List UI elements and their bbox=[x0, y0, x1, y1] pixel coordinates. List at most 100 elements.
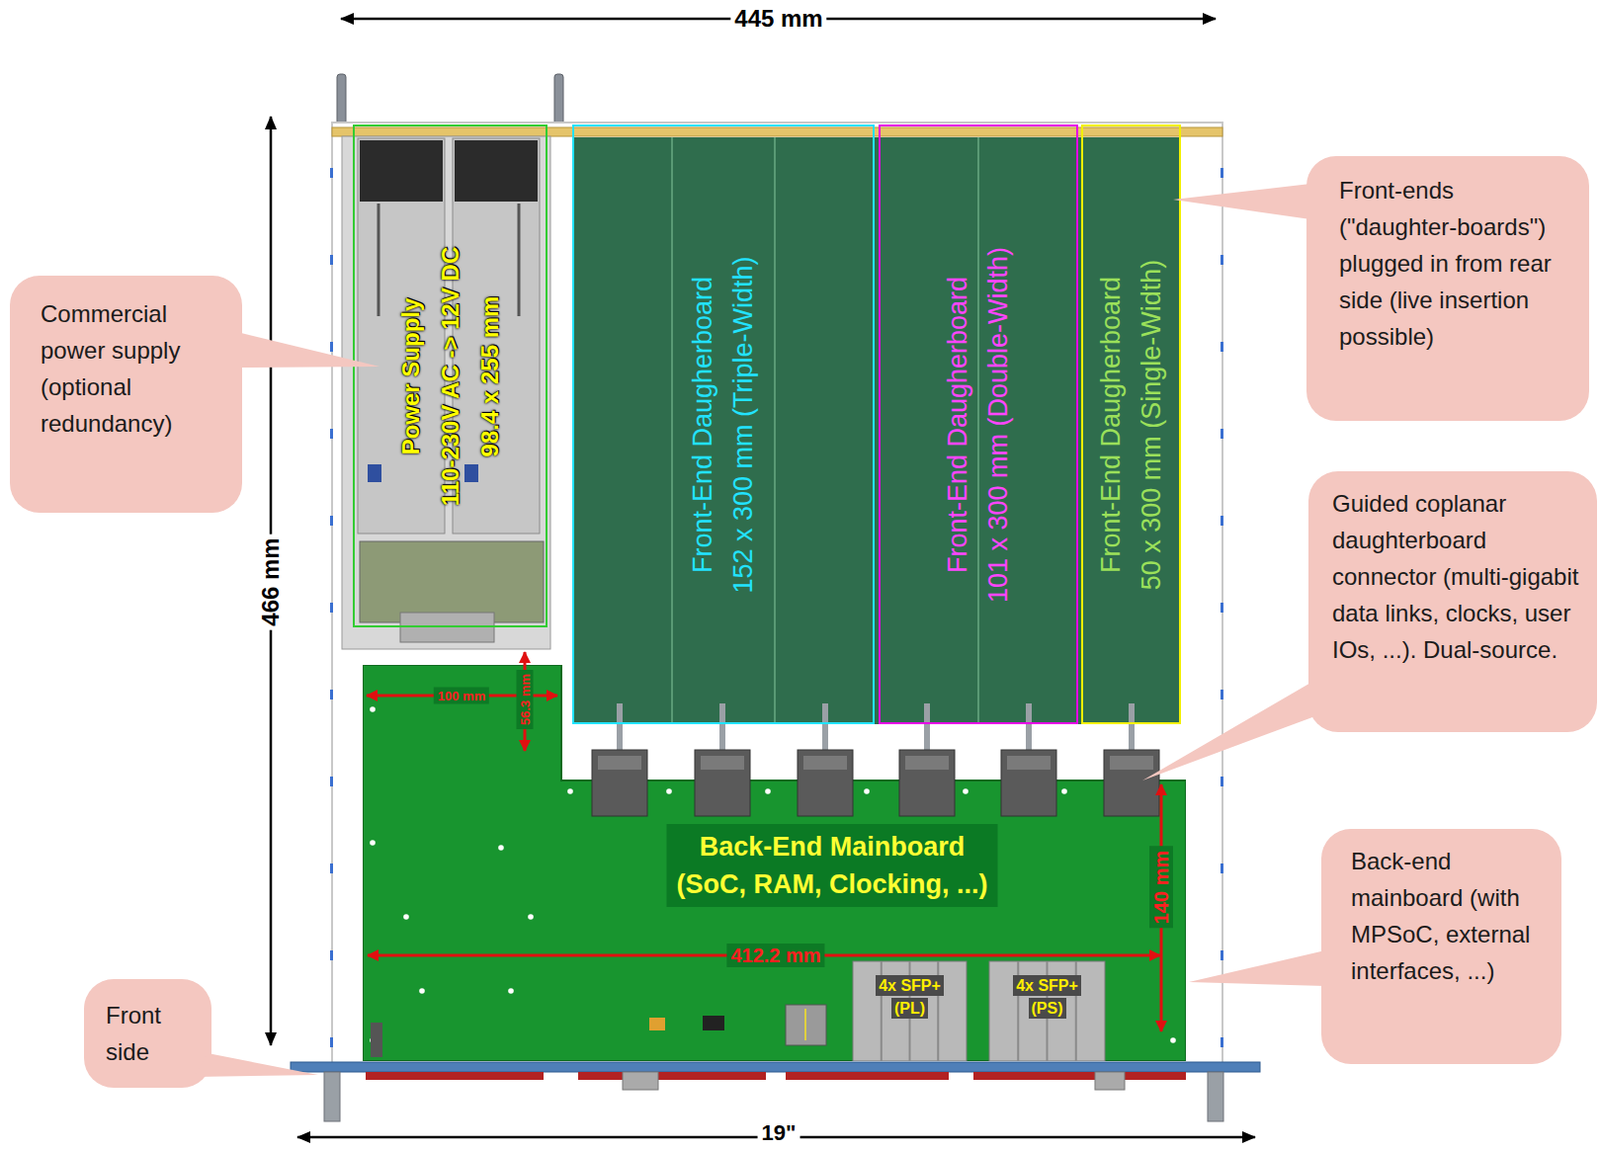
sfp-label: (PS) bbox=[1028, 998, 1067, 1019]
front-panel-part bbox=[365, 1072, 544, 1081]
callout-text: Front-ends ("daughter-boards") plugged i… bbox=[1339, 171, 1578, 355]
front-panel-part bbox=[785, 1072, 949, 1081]
dimension-arrow bbox=[340, 17, 1216, 21]
psu-label: Power Supply bbox=[391, 246, 431, 506]
psu-label: 110-230V AC -> 12V DC bbox=[430, 246, 471, 506]
front-panel-part bbox=[578, 1072, 766, 1081]
rail-mark bbox=[330, 1037, 334, 1048]
psu-heatsink bbox=[377, 203, 381, 317]
rail-mark bbox=[330, 776, 334, 787]
board-label: Front-End Daugherboard bbox=[682, 255, 724, 593]
dimension-label: 445 mm bbox=[730, 4, 827, 33]
mounting-hole bbox=[666, 788, 673, 795]
guide-pin bbox=[616, 703, 623, 754]
rail-mark bbox=[1220, 950, 1224, 961]
sfp-label: (PL) bbox=[891, 998, 928, 1019]
front-component bbox=[370, 1022, 383, 1058]
callout-box: Front side bbox=[84, 979, 212, 1089]
callout-tail bbox=[237, 332, 380, 368]
sfp-cage-box: 4x SFP+(PS) bbox=[989, 961, 1105, 1062]
mounting-hole bbox=[1061, 788, 1068, 795]
callout-box: Guided coplanar daughterboard connector … bbox=[1308, 471, 1598, 733]
front-component bbox=[702, 1015, 725, 1031]
sfp-label: 4x SFP+ bbox=[875, 975, 944, 997]
power-supply-box: Power Supply110-230V AC -> 12V DC98.4 x … bbox=[352, 124, 548, 628]
board-label: Front-End Daugherboard bbox=[1091, 258, 1132, 590]
callout-text: Front side bbox=[105, 997, 204, 1071]
mainboard-title-patch: Back-End Mainboard(SoC, RAM, Clocking, .… bbox=[667, 824, 999, 908]
connector-guide bbox=[1007, 756, 1051, 770]
callout-box: Front-ends ("daughter-boards") plugged i… bbox=[1306, 156, 1590, 422]
rail-mark bbox=[1220, 1037, 1224, 1048]
callout-tail bbox=[1142, 681, 1313, 781]
rail-mark bbox=[1220, 776, 1224, 787]
dimension-label: 466 mm bbox=[256, 533, 285, 630]
daughterboard-connector bbox=[1103, 750, 1160, 817]
rail-mark bbox=[330, 863, 334, 874]
dimension-arrow bbox=[269, 116, 273, 1046]
mainboard-pcb bbox=[362, 665, 1186, 1062]
front-module bbox=[785, 1005, 827, 1046]
dimension-arrow bbox=[297, 1136, 1256, 1140]
callout-text: Back-end mainboard (with MPSoC, external… bbox=[1350, 842, 1550, 990]
mainboard: Back-End Mainboard(SoC, RAM, Clocking, .… bbox=[362, 665, 1186, 1062]
rail-mark bbox=[330, 602, 334, 613]
guide-pin bbox=[924, 703, 930, 754]
rail-mark bbox=[1220, 428, 1224, 439]
sfp-cage bbox=[852, 961, 967, 1062]
board-label: 152 x 300 mm (Triple-Width) bbox=[723, 255, 764, 593]
guide-pin bbox=[1128, 703, 1135, 754]
front-handle bbox=[1207, 1072, 1224, 1122]
board-label: Front-End Daugherboard bbox=[937, 246, 979, 602]
sfp-cage-box: 4x SFP+(PL) bbox=[852, 961, 967, 1062]
psu-label: 98.4 x 255 mm bbox=[470, 246, 510, 506]
front-knob bbox=[1094, 1072, 1125, 1091]
mounting-hole bbox=[369, 706, 376, 713]
dimension-arrow bbox=[1160, 784, 1164, 1032]
daughterboard-connector bbox=[899, 750, 955, 817]
rail-mark bbox=[1220, 602, 1224, 613]
psu-unit bbox=[357, 138, 445, 534]
rail-mark bbox=[330, 689, 334, 700]
connector-guide bbox=[700, 756, 745, 770]
psu-capacitor bbox=[464, 464, 479, 483]
mainboard-title: (SoC, RAM, Clocking, ...) bbox=[676, 865, 989, 904]
front-panel-part bbox=[973, 1072, 1186, 1081]
rail-mark bbox=[330, 515, 334, 526]
rail-mark bbox=[330, 950, 334, 961]
daughterboard-connector bbox=[797, 750, 853, 817]
mounting-hole bbox=[527, 914, 534, 921]
mounting-hole bbox=[403, 914, 410, 921]
front-module-mark bbox=[804, 1009, 807, 1041]
mounting-hole bbox=[369, 840, 376, 846]
psu-fan bbox=[454, 140, 538, 202]
callout-box: Back-end mainboard (with MPSoC, external… bbox=[1321, 829, 1562, 1065]
rail-mark bbox=[1220, 168, 1224, 178]
rail-mark bbox=[1220, 341, 1224, 352]
mounting-hole bbox=[863, 788, 870, 795]
mainboard-title: Back-End Mainboard bbox=[676, 828, 989, 866]
daughterboard-connector bbox=[591, 750, 648, 817]
dimension-arrow bbox=[367, 954, 1161, 958]
mounting-hole bbox=[507, 988, 514, 995]
mounting-hole bbox=[498, 844, 505, 851]
board-divider bbox=[671, 137, 674, 725]
front-component bbox=[649, 1017, 666, 1031]
board-divider bbox=[977, 137, 980, 725]
rail-mark bbox=[330, 168, 334, 178]
rear-panel bbox=[332, 127, 1223, 137]
rotated-text-group: Power Supply110-230V AC -> 12V DC98.4 x … bbox=[391, 246, 510, 506]
rail-mark bbox=[330, 341, 334, 352]
sfp-label: 4x SFP+ bbox=[1012, 975, 1082, 997]
rail-mark bbox=[1220, 254, 1224, 265]
rotated-text-group: Front-End Daugherboard152 x 300 mm (Trip… bbox=[682, 255, 764, 593]
callout-text: Guided coplanar daughterboard connector … bbox=[1332, 485, 1588, 669]
rail-mark bbox=[1220, 863, 1224, 874]
connector-guide bbox=[1109, 756, 1154, 770]
mounting-hole bbox=[962, 788, 969, 795]
dimension-arrow bbox=[366, 694, 558, 698]
rail-mark bbox=[330, 428, 334, 439]
psu-heatsink bbox=[517, 203, 521, 317]
board-label: 101 x 300 mm (Double-Width) bbox=[978, 246, 1019, 602]
